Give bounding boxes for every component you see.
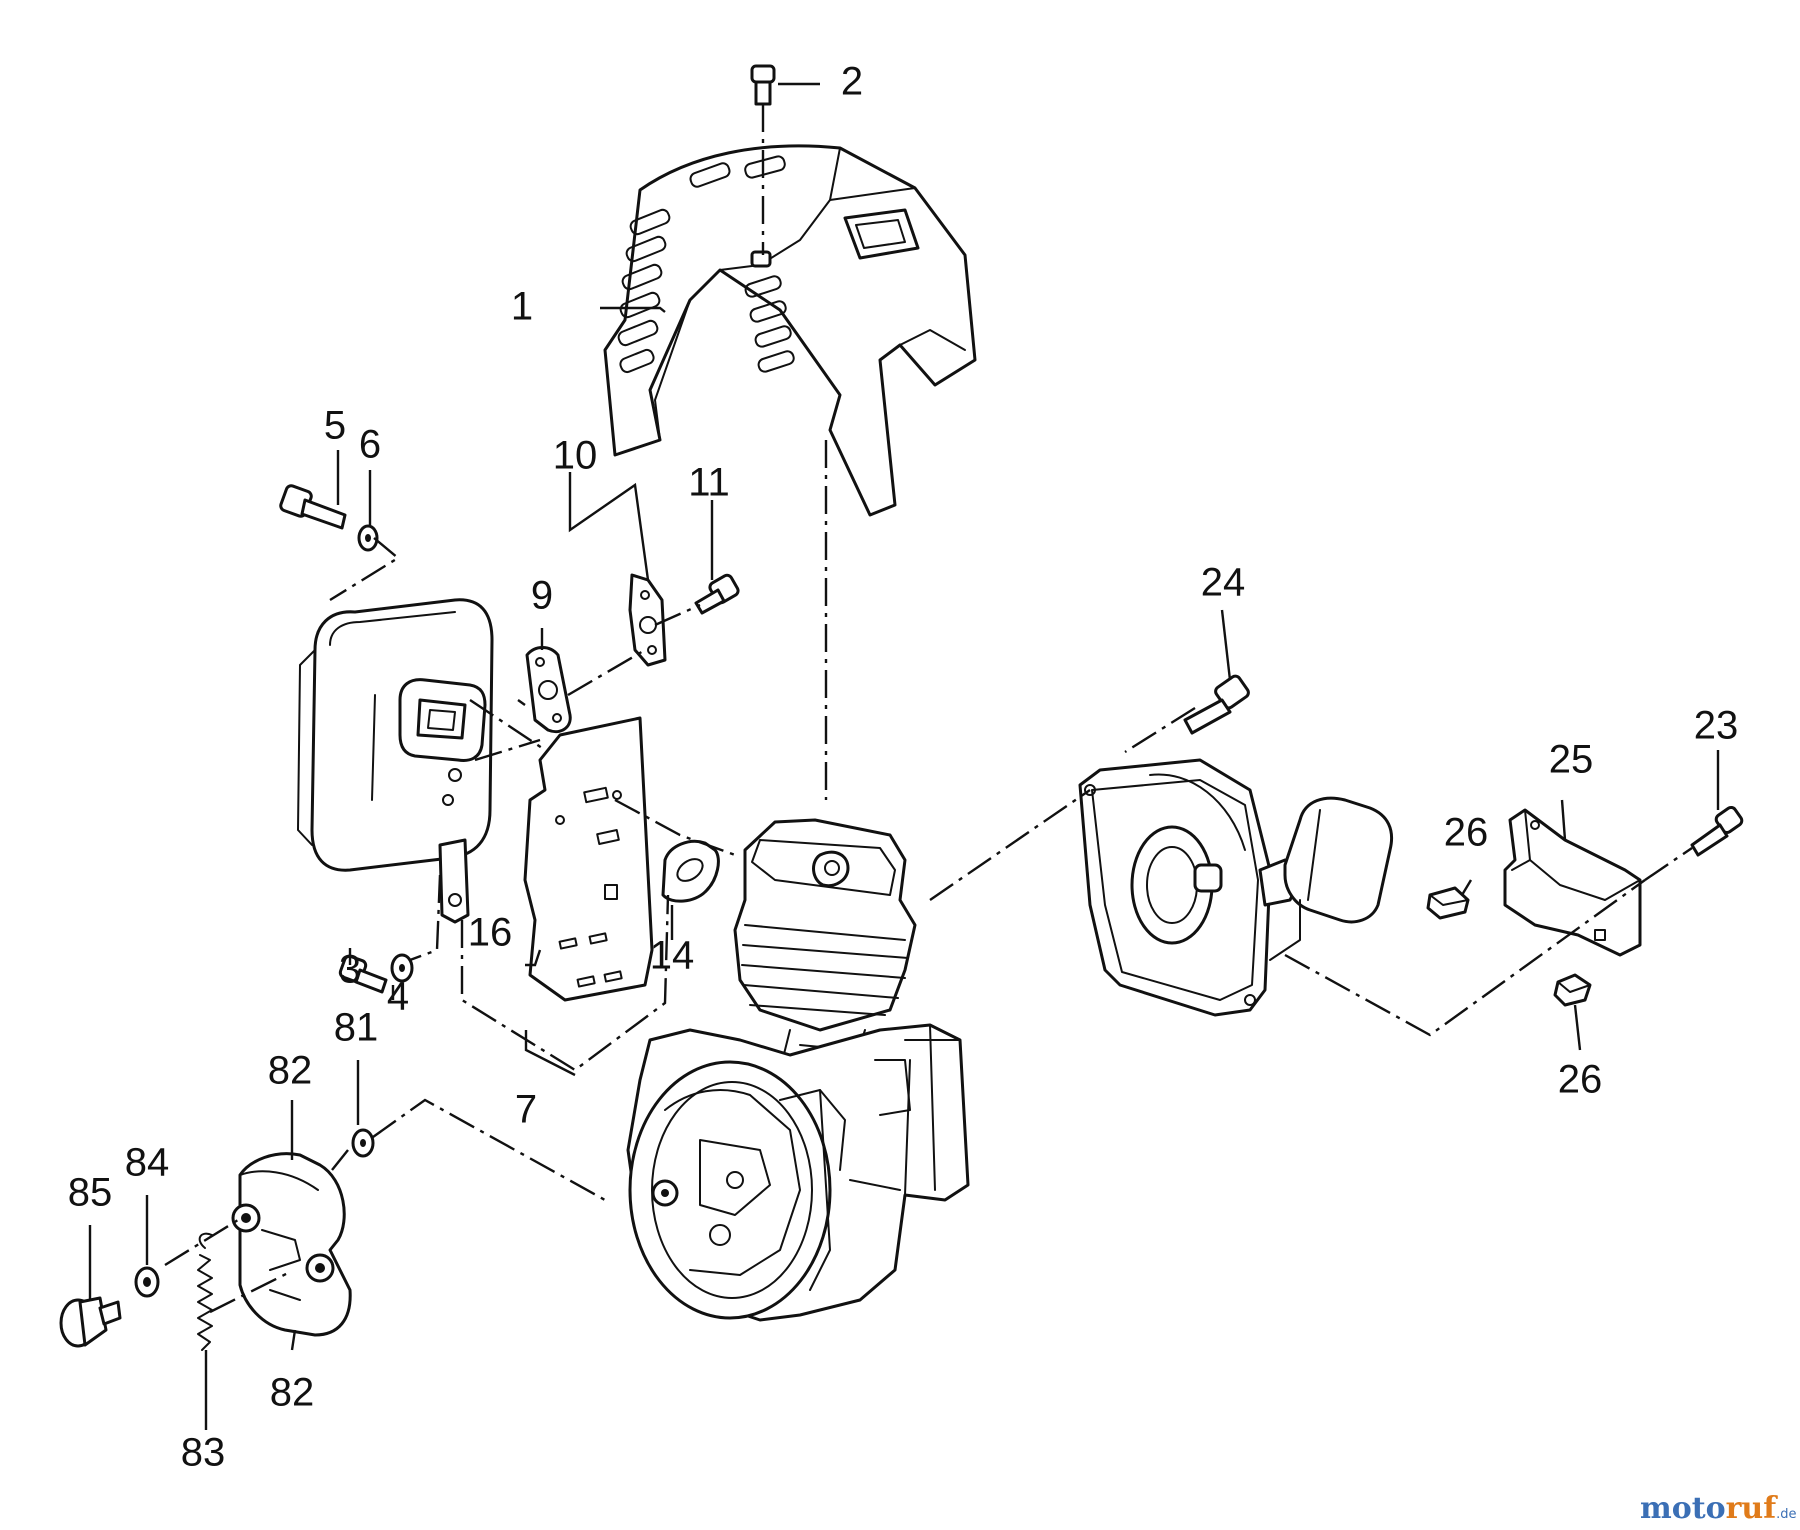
washer-4-part: [390, 953, 414, 983]
label-3: 3: [339, 948, 361, 992]
plate-10-part: [628, 573, 667, 667]
gasket-14-part: [661, 839, 720, 903]
label-7: 7: [515, 1088, 537, 1132]
label-82-upper: 82: [268, 1049, 313, 1093]
watermark-suffix: .de: [1776, 1507, 1796, 1522]
gasket-9-part: [525, 646, 572, 734]
recoil-starter-part: [1078, 758, 1394, 1017]
site-watermark: motoruf.de: [1640, 1491, 1797, 1526]
muffler-part: [297, 598, 494, 924]
label-16: 16: [468, 911, 513, 955]
label-11: 11: [688, 461, 730, 505]
label-24: 24: [1201, 561, 1246, 605]
label-6: 6: [359, 423, 381, 467]
label-26-lower: 26: [1558, 1058, 1603, 1102]
label-26-upper: 26: [1444, 811, 1489, 855]
pad-26-upper-part: [1426, 886, 1470, 920]
label-1: 1: [511, 285, 533, 329]
label-84: 84: [125, 1141, 170, 1185]
label-10: 10: [553, 434, 598, 478]
label-2: 2: [841, 60, 863, 104]
part-labels: 1 2 5 6 10 11 9 24 23 25 26 26 16 14 3 4…: [68, 60, 1739, 1475]
label-25: 25: [1549, 738, 1594, 782]
clutch-82-part: [231, 1152, 352, 1337]
svg-text:motoruf.de: motoruf.de: [1640, 1491, 1797, 1526]
spring-83-part: [197, 1232, 213, 1351]
washer-81-part: [351, 1128, 375, 1158]
crankcase-flywheel-part: [626, 1023, 970, 1322]
label-82-lower: 82: [270, 1371, 315, 1415]
washer-84-part: [134, 1266, 160, 1298]
bolt-3-part: [338, 954, 388, 994]
label-4: 4: [387, 975, 409, 1019]
label-14: 14: [650, 934, 695, 978]
watermark-part2: ruf: [1726, 1491, 1779, 1526]
washer-6-part: [357, 524, 379, 552]
screw-2-part: [750, 64, 776, 255]
top-cover-part: [603, 144, 977, 517]
bolt-11-part: [694, 573, 740, 615]
label-9: 9: [531, 574, 553, 618]
label-23: 23: [1694, 704, 1739, 748]
label-85: 85: [68, 1171, 113, 1215]
leader-lines: [88, 82, 1720, 1430]
bolt-23-part: [1690, 805, 1744, 857]
bolt-5-part: [279, 484, 347, 530]
heat-shield-16-part: [523, 716, 654, 1002]
pad-26-lower-part: [1553, 973, 1592, 1007]
alignment-lines: [164, 440, 1693, 1314]
label-83: 83: [181, 1431, 226, 1475]
label-81: 81: [334, 1006, 379, 1050]
label-5: 5: [324, 404, 346, 448]
watermark-part1: moto: [1640, 1491, 1726, 1526]
bolt-85-part: [59, 1296, 122, 1348]
bolt-24-part: [1183, 674, 1250, 735]
